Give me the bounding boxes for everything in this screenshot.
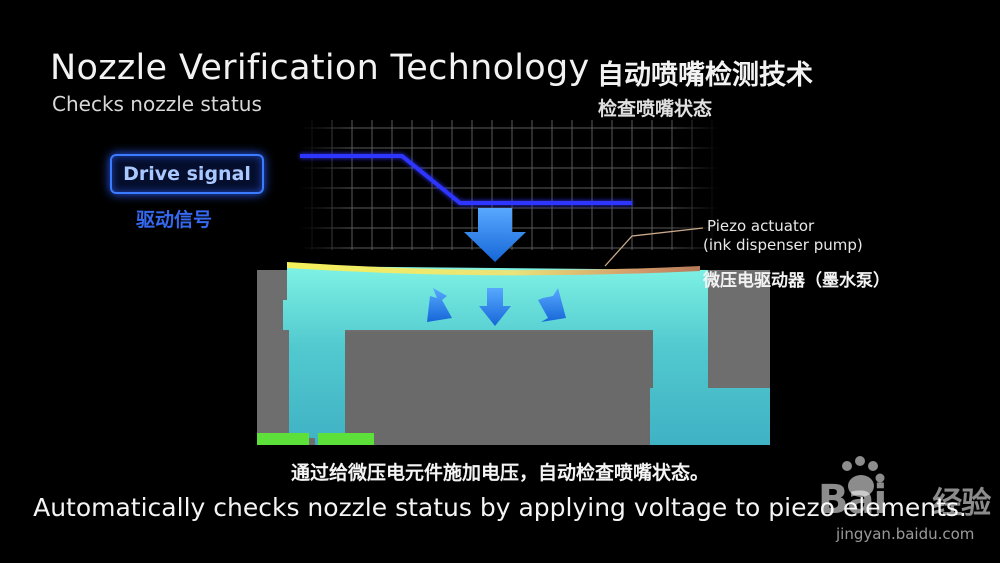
nozzle-pad-right	[318, 433, 374, 445]
watermark-brand-b: 经验	[932, 486, 991, 521]
drive-signal-label: Drive signal	[123, 163, 251, 185]
watermark-url: jingyan.baidu.com	[836, 525, 975, 543]
piezo-label-line1: Piezo actuator	[707, 217, 815, 235]
page-subtitle: Checks nozzle status	[52, 92, 262, 116]
big-down-arrow-icon	[464, 208, 526, 262]
piezo-actuator-strip	[287, 262, 700, 276]
page-title: Nozzle Verification Technology	[50, 48, 590, 88]
page-title-zh: 自动喷嘴检测技术	[597, 60, 813, 91]
piezo-label-zh: 微压电驱动器（墨水泵）	[703, 271, 890, 291]
nozzle-pad-left	[257, 433, 309, 445]
ink-arrow-right-icon	[538, 288, 566, 322]
caption-zh: 通过给微压电元件施加电压，自动检查喷嘴状态。	[290, 462, 709, 484]
caption-en: Automatically checks nozzle status by ap…	[33, 493, 967, 522]
watermark-brand: Bai 经验	[818, 477, 991, 523]
ink-arrow-center-icon	[479, 288, 511, 326]
ink-arrow-left-icon	[427, 288, 452, 322]
piezo-leader-line	[604, 227, 704, 267]
drive-signal-box: Drive signal	[110, 154, 264, 194]
drive-signal-label-zh: 驱动信号	[136, 209, 213, 231]
drive-signal-waveform	[300, 154, 632, 205]
page-subtitle-zh: 检查喷嘴状态	[598, 98, 713, 120]
ink-chamber	[283, 266, 770, 445]
watermark-brand-a: Bai	[818, 477, 887, 523]
piezo-label-line2: (ink dispenser pump)	[703, 236, 863, 254]
baidu-paw-logo-icon	[842, 456, 885, 497]
